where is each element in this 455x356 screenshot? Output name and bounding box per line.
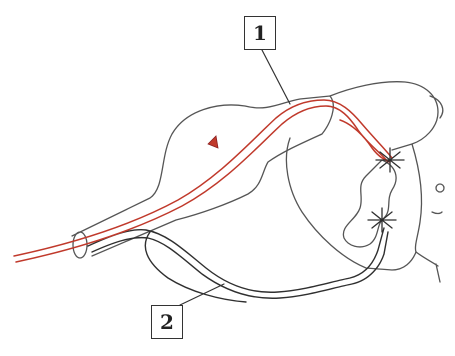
right-edge-outline [412,144,422,252]
lower-contour-outline [286,138,416,270]
pathway-2-line-b [92,232,388,298]
small-circle-outline [436,184,444,192]
small-mark-outline [432,212,442,214]
flask-structure-outline [72,96,333,256]
neuron-body-marker [208,136,218,148]
bottom-spike-outline [416,252,440,282]
leader-line-1 [262,50,290,104]
synapse-upper [376,148,404,172]
pathway-2-line-a [88,228,384,292]
pathway-1-line-a [14,100,392,256]
label-1-box: 1 [244,16,276,50]
synapse-lower [368,208,396,232]
upper-bump-outline [430,96,443,118]
label-2-box: 2 [151,305,183,339]
